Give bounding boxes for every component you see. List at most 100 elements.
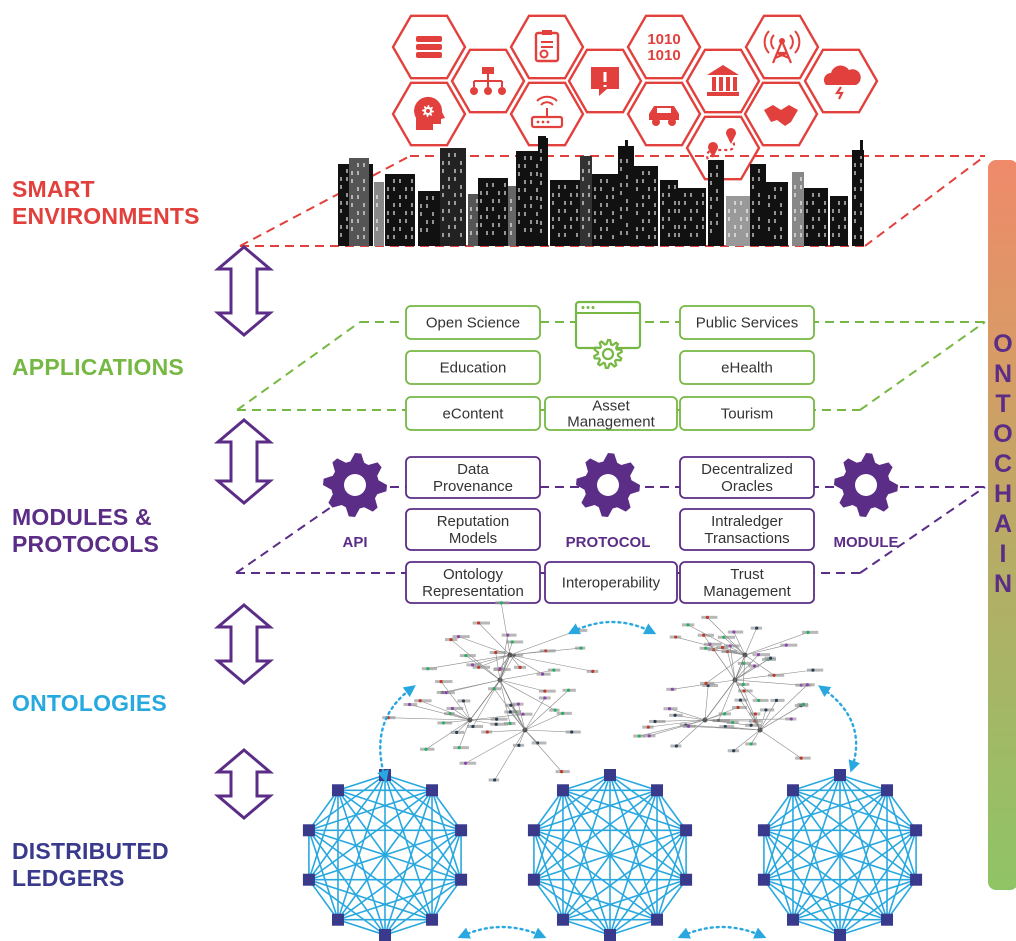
ontochain-letter: I [999,540,1007,568]
skyline-building [750,164,766,246]
skyline-building [550,180,580,246]
skyline-building [660,180,678,246]
ledger-node [426,784,439,797]
module-label: Trust [730,566,764,583]
module-label: Management [703,583,791,600]
ledger-node [834,769,846,781]
ontochain-letter: T [995,390,1011,418]
ledger-network [527,769,693,941]
double-arrow-icon [213,418,275,505]
ledger-node [556,913,569,926]
city-skyline [338,136,864,246]
module-label: Interoperability [562,575,661,592]
ontologies-label: ONTOLOGIES [12,690,167,716]
ledger-node [604,769,616,781]
ledger-node [651,784,664,797]
skyline-building [792,172,804,246]
application-label: Public Services [696,315,799,332]
ledger-node [331,784,344,797]
skyline-antenna [625,140,628,156]
distributed-ledgers-label-line1: DISTRIBUTED [12,838,169,864]
application-label: eHealth [721,360,773,377]
module-label: Ontology [443,566,504,583]
storm-cloud-icon [803,48,879,114]
ledger-node [604,929,616,941]
ledger-networks [302,769,923,941]
skyline-building [766,182,788,246]
car-icon [626,81,702,147]
application-label: Asset [592,398,630,415]
ledger-node [455,873,468,886]
interop-arrows [377,620,860,939]
smart-environments-plane [239,155,986,247]
gear-icon [834,453,898,517]
ontochain-letter: N [993,570,1013,598]
ledger-node [680,824,693,837]
module-label: Reputation [437,513,510,530]
skyline-building [592,174,618,246]
ontology-graph [382,601,599,782]
gear-caption: MODULE [834,534,899,551]
svg-text:1010: 1010 [647,31,680,48]
skyline-building [676,188,706,246]
ontology-graph [633,615,824,760]
ledger-node [786,784,799,797]
ledger-node [881,784,894,797]
skyline-building [852,150,864,246]
applications-plane [236,321,986,411]
skyline-building [634,166,658,246]
ledger-node [757,824,770,837]
ledger-ontology-arrow-left [377,685,416,783]
ledger-network [302,769,468,941]
modules-protocols-label-line2: PROTOCOLS [12,531,160,557]
double-arrow-icon [213,245,275,337]
skyline-building [804,188,828,246]
ledger-node [881,913,894,926]
application-box: eContent [405,396,541,431]
skyline-antenna [860,140,863,156]
layer-connectors [213,245,275,820]
ontochain-letter: N [993,360,1013,388]
ledger-node [379,929,391,941]
module-label: Data [457,461,489,478]
modules-protocols-label-line1: MODULES & [12,504,152,530]
skyline-building [440,148,466,246]
alert-icon [567,48,643,114]
ledger-link-arrow-left [457,925,547,939]
distributed-ledgers-label-line2: LEDGERS [12,865,125,891]
modules-protocols-label: MODULES & PROTOCOLS [12,504,159,558]
module-label: Representation [422,583,524,600]
bank-icon [685,48,761,114]
module-label: Transactions [704,530,789,547]
double-arrow-icon [213,603,275,685]
ledger-node [757,873,770,886]
smart-environments-label-line2: ENVIRONMENTS [12,203,200,229]
certificate-icon [509,14,585,80]
application-box: Public Services [679,305,815,340]
handshake-icon [743,81,819,147]
ledger-node [786,913,799,926]
ledger-node [556,784,569,797]
router-icon [509,81,585,147]
skyline-building [478,178,508,246]
ledger-node [680,873,693,886]
application-label: Management [567,414,655,431]
hierarchy-icon [450,48,526,114]
gear-caption: API [342,534,367,551]
ledger-node [910,873,923,886]
ledger-node [527,873,540,886]
ledger-node [426,913,439,926]
applications-label: APPLICATIONS [12,354,184,380]
skyline-building [580,156,592,246]
ledger-node [527,824,540,837]
skyline-building [468,194,480,246]
skyline-building [418,191,440,246]
